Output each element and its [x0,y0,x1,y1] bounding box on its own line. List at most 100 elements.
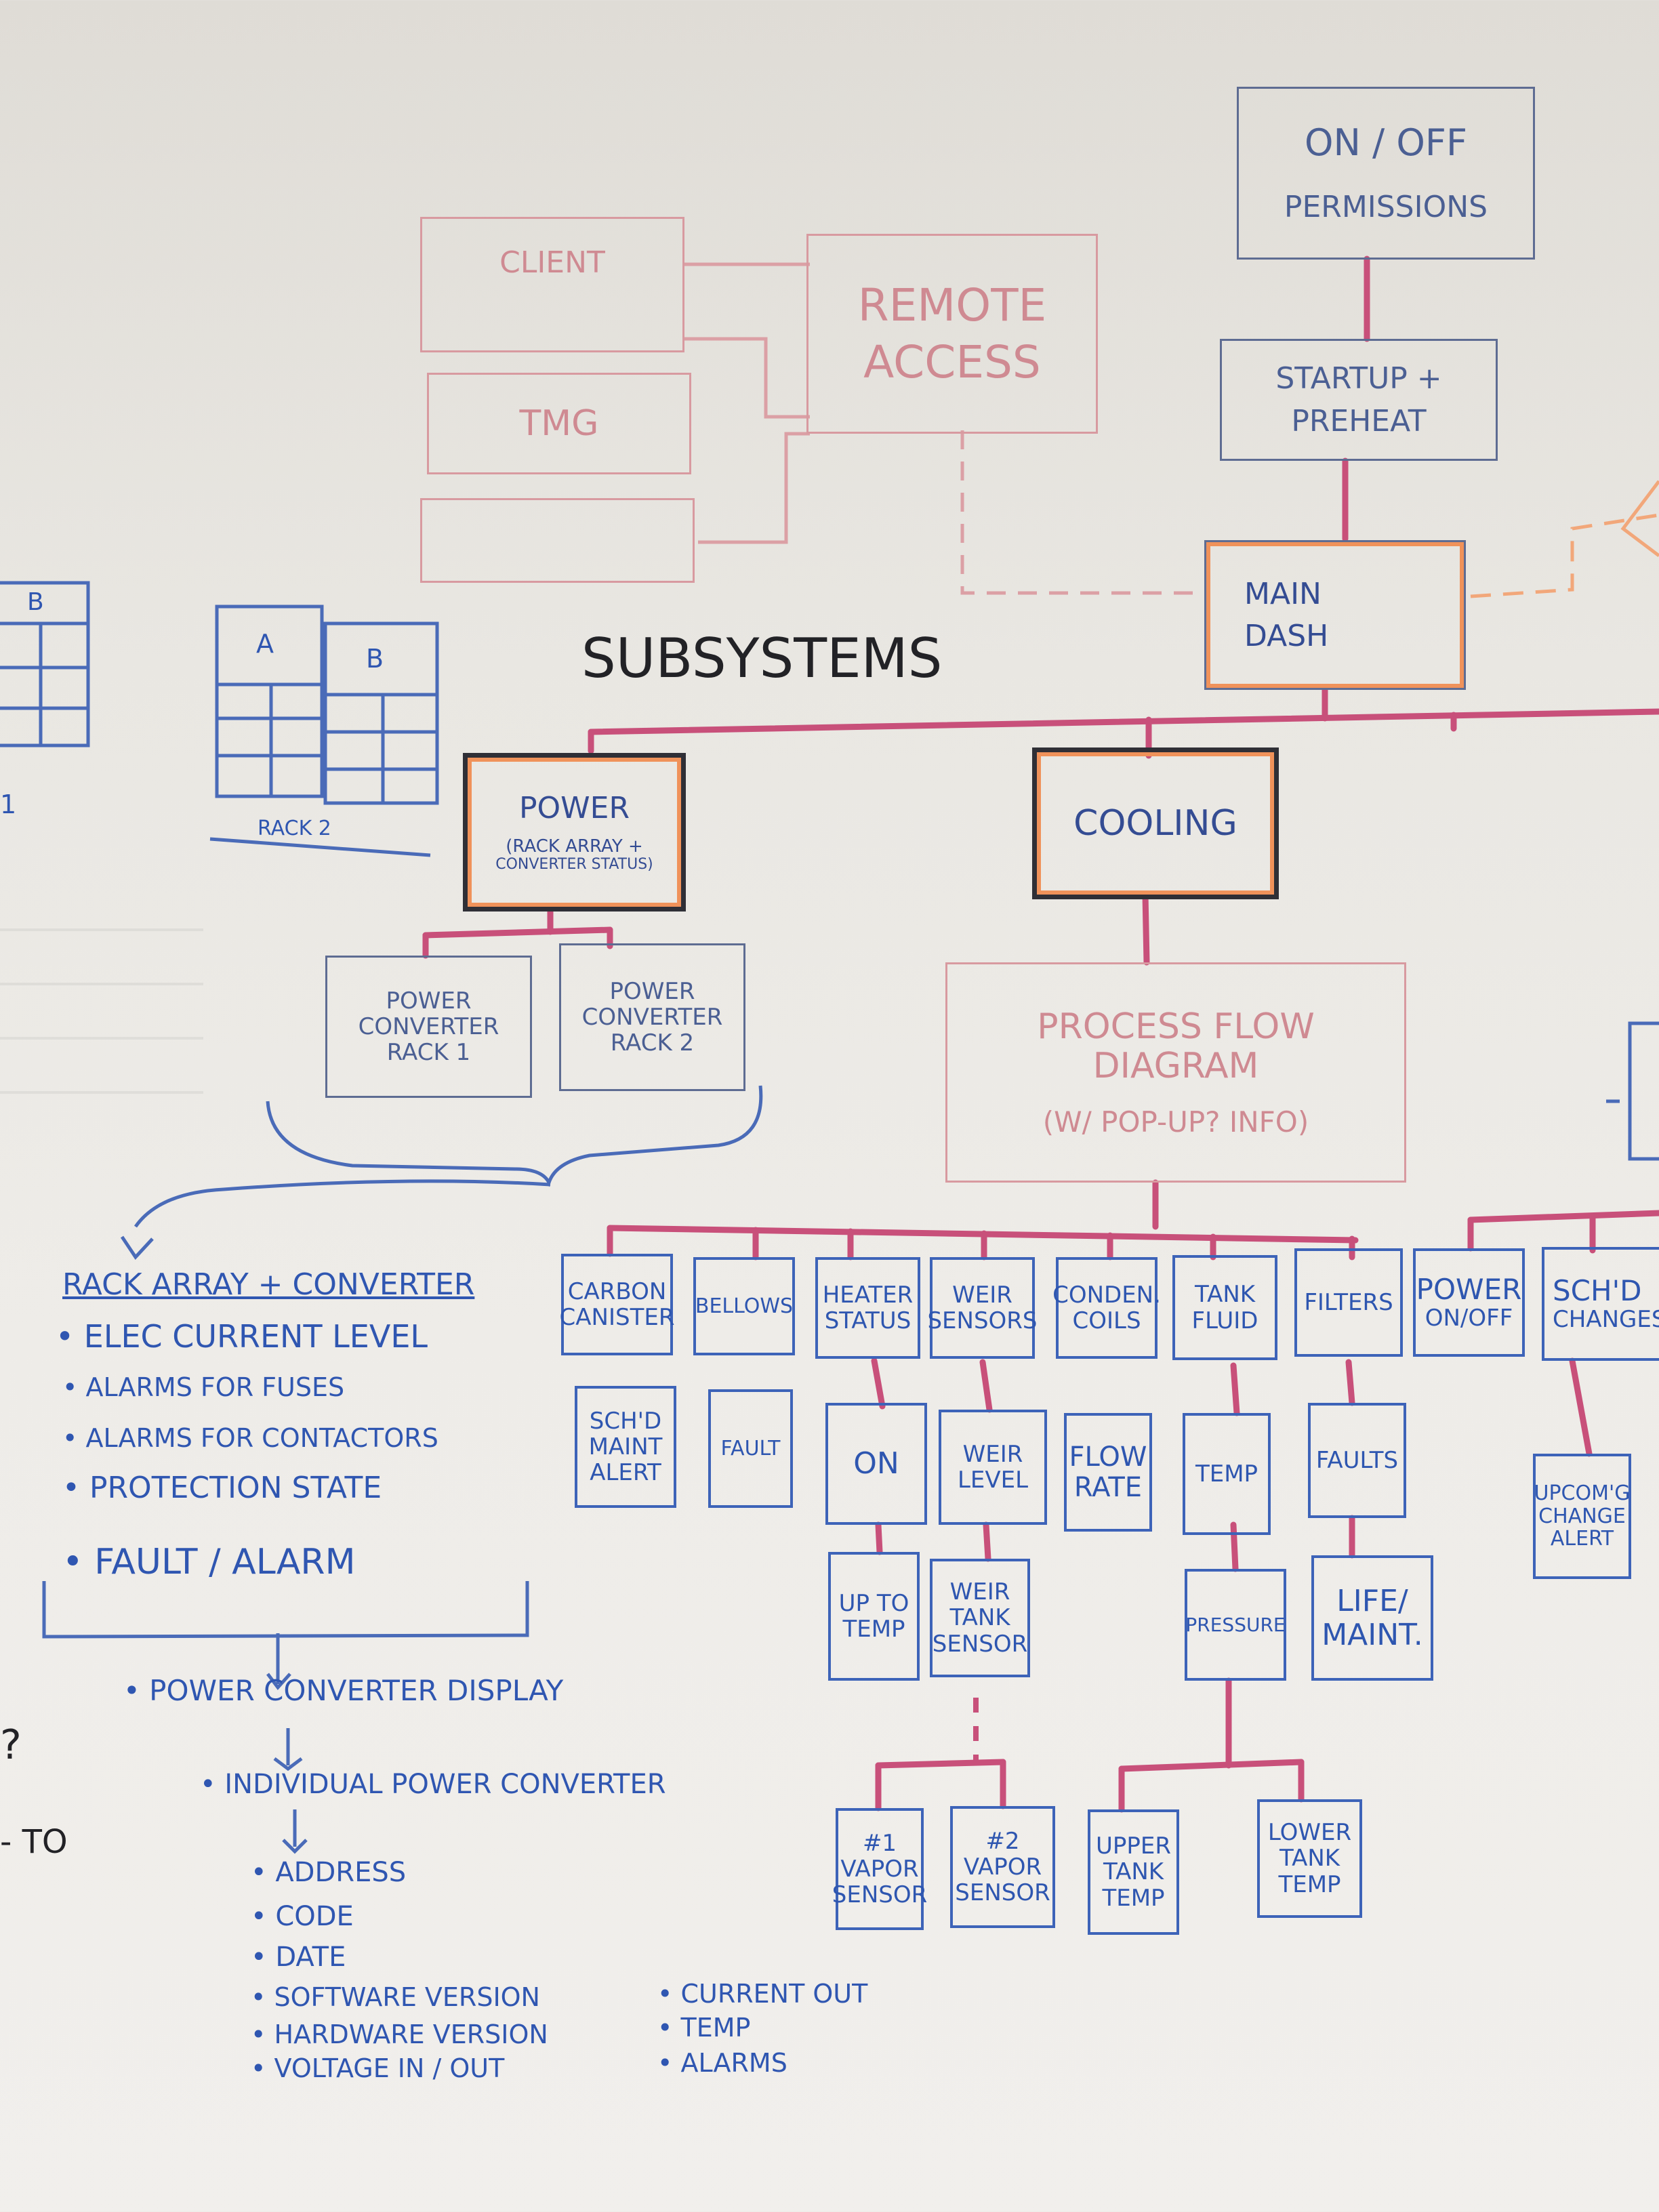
on-box: ON [825,1403,927,1525]
life-maint-box: LIFE/ MAINT. [1311,1555,1433,1681]
schd-changes-label-2: CHANGES [1553,1306,1659,1334]
tank-fluid-label-2: FLUID [1191,1307,1258,1334]
vapor1-1: #1 [862,1829,897,1857]
carbon-canister-box: CARBON CANISTER [560,1254,674,1355]
preheat-label: PREHEAT [1291,404,1427,438]
weir-sensors-label-2: SENSORS [927,1307,1038,1334]
upper-tank-1: UPPER [1096,1832,1171,1860]
temp-box: TEMP [1183,1413,1271,1535]
upper-tank-2: TANK [1103,1858,1164,1886]
detail-code: CODE [251,1901,354,1932]
weir-level-1: WEIR [962,1440,1023,1468]
rack1-line-2: CONVERTER [358,1012,499,1040]
cooling-title: COOLING [1073,802,1237,844]
on-off-permissions-box: ON / OFF PERMISSIONS [1237,87,1535,260]
note-item-4: PROTECTION STATE [62,1471,382,1505]
rack2-line-1: POWER [609,977,695,1005]
weir-sensors-box: WEIR SENSORS [927,1257,1038,1359]
schd-maint-1: SCH'D [589,1407,662,1435]
power-subtitle-2: CONVERTER STATUS) [495,855,653,873]
erased-marks [0,888,203,1105]
schd-changes-box: SCH'D CHANGES [1542,1247,1659,1361]
power-subtitle-1: (RACK ARRAY + [506,836,643,857]
rack1-line-3: RACK 1 [386,1039,471,1067]
detail-software: SOFTWARE VERSION [251,1982,541,2012]
weir-tank-2: TANK [949,1604,1010,1632]
pressure-label: PRESSURE [1185,1613,1286,1636]
access-label: ACCESS [863,335,1041,388]
upcoming-2: CHANGE [1538,1504,1626,1528]
rack-a-label: A [256,629,274,659]
detail-hardware: HARDWARE VERSION [251,2020,548,2049]
tmg-box: TMG [427,373,691,474]
vapor2-2: VAPOR [963,1853,1042,1881]
rack-b-label: B [366,644,384,674]
vapor-sensor-1-box: #1 VAPOR SENSOR [832,1808,927,1930]
life-maint-1: LIFE/ [1336,1584,1408,1619]
lower-tank-3: TEMP [1278,1870,1341,1898]
power-converter-rack-1-box: POWER CONVERTER RACK 1 [325,956,532,1098]
process-flow-line-3: (W/ POP-UP? INFO) [1042,1105,1309,1139]
flow-rate-box: FLOW RATE [1064,1413,1152,1532]
power-title: POWER [518,790,630,825]
flow-rate-2: RATE [1073,1471,1143,1503]
pressure-box: PRESSURE [1185,1569,1286,1681]
notes-heading: RACK ARRAY + CONVERTER [62,1267,475,1302]
schd-maint-alert-box: SCH'D MAINT ALERT [575,1386,676,1508]
dash-label: DASH [1244,618,1329,653]
main-label: MAIN [1244,577,1322,612]
note-item-5: FAULT / ALARM [62,1542,355,1582]
remote-access-box: REMOTE ACCESS [806,234,1098,434]
note-item-1: ELEC CURRENT LEVEL [56,1318,428,1355]
note-item-3: ALARMS FOR CONTACTORS [62,1423,438,1453]
heater-label-2: STATUS [824,1307,912,1334]
faults-box: FAULTS [1308,1403,1406,1518]
power-on-off-label-2: ON/OFF [1425,1305,1513,1332]
client-box: CLIENT [420,217,684,352]
filters-label: FILTERS [1304,1288,1393,1316]
temp-label: TEMP [1195,1460,1258,1488]
schd-changes-label-1: SCH'D [1553,1274,1642,1308]
client-label: CLIENT [499,245,605,280]
up-to-temp-1: UP TO [838,1589,909,1617]
lower-tank-2: TANK [1279,1845,1340,1872]
power-converter-display: POWER CONVERTER DISPLAY [123,1674,563,1707]
flow-rate-1: FLOW [1069,1441,1147,1473]
cooling-box: COOLING [1032,747,1279,899]
rack2-line-2: CONVERTER [581,1003,723,1031]
up-to-temp-2: TEMP [842,1616,905,1643]
upper-tank-3: TEMP [1102,1884,1165,1912]
lower-tank-1: LOWER [1267,1819,1352,1847]
power-box: POWER (RACK ARRAY + CONVERTER STATUS) [463,753,686,912]
heater-label-1: HEATER [822,1281,914,1309]
life-maint-2: MAINT. [1322,1617,1423,1652]
vapor1-2: VAPOR [840,1855,919,1883]
rack-2-label: RACK 2 [258,817,331,840]
fault-box: FAULT [708,1389,793,1508]
weir-tank-3: SENSOR [932,1630,1028,1658]
process-flow-line-1: PROCESS FLOW [1037,1006,1315,1047]
weir-tank-1: WEIR [949,1578,1010,1606]
power-on-off-label-1: POWER [1416,1273,1522,1307]
vapor1-3: SENSOR [832,1881,928,1909]
subsystems-heading: SUBSYSTEMS [581,627,943,690]
on-off-label: ON / OFF [1304,121,1468,164]
process-flow-line-2: DIAGRAM [1092,1045,1259,1086]
detail-temp: TEMP [657,2013,751,2043]
tmg-label: TMG [519,403,599,444]
remote-label: REMOTE [857,279,1047,331]
startup-label: STARTUP + [1275,361,1442,396]
weir-level-box: WEIR LEVEL [939,1410,1047,1525]
detail-date: DATE [251,1942,346,1973]
edge-fragment: 1 [0,790,17,819]
conden-label-2: COILS [1072,1307,1141,1334]
vapor2-1: #2 [985,1827,1020,1855]
left-rack-label: B [27,588,44,616]
bellows-label: BELLOWS [695,1294,794,1318]
up-to-temp-box: UP TO TEMP [828,1552,920,1681]
rack2-line-3: RACK 2 [610,1029,695,1057]
carbon-label-1: CARBON [567,1277,667,1305]
edge-to: - TO [0,1823,68,1861]
upper-tank-temp-box: UPPER TANK TEMP [1088,1809,1179,1935]
